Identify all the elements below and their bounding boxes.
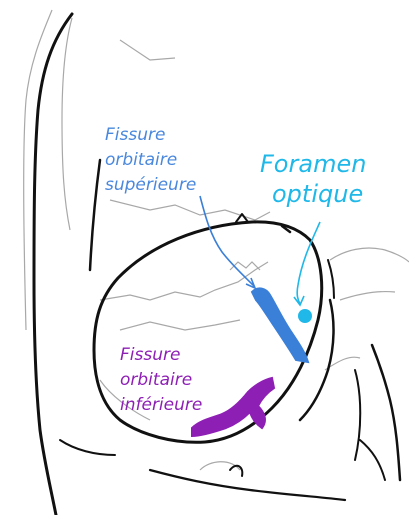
frontal-suture bbox=[120, 40, 175, 60]
superior-fissure-line-1: Fissure bbox=[105, 125, 165, 145]
inferior-orbital-fissure bbox=[192, 378, 274, 436]
optic-foramen-line-2: optique bbox=[272, 180, 363, 208]
zygomatic-lower bbox=[60, 440, 115, 455]
skull-outer-edge bbox=[34, 14, 72, 515]
optic-foramen-dot bbox=[298, 309, 312, 323]
infraorbital-foramen bbox=[230, 466, 242, 476]
inferior-fissure-line-3: inférieure bbox=[120, 395, 202, 415]
superior-fissure-line-3: supérieure bbox=[105, 175, 196, 195]
zygoma-contour bbox=[340, 292, 395, 300]
suture-upper bbox=[110, 200, 270, 220]
inferior-fissure-label: Fissure orbitaire inférieure bbox=[120, 345, 202, 415]
optic-foramen-pointer bbox=[297, 222, 320, 304]
frontal-process bbox=[90, 160, 100, 270]
sketch-lines bbox=[24, 10, 409, 470]
optic-foramen-line-1: Foramen bbox=[260, 150, 366, 178]
inferior-fissure-shape bbox=[192, 378, 274, 436]
frontal-contour bbox=[62, 18, 72, 230]
outlines bbox=[34, 14, 400, 515]
optic-foramen-label: Foramen optique bbox=[260, 150, 374, 208]
supraorbital-notch bbox=[236, 214, 248, 222]
lateral-wall-upper bbox=[328, 260, 334, 298]
nasal-outline-inner bbox=[355, 370, 360, 460]
inferior-fissure-line-2: orbitaire bbox=[120, 370, 192, 390]
inferior-fissure-line-1: Fissure bbox=[120, 345, 180, 365]
lower-contour bbox=[150, 470, 345, 500]
superior-fissure-label: Fissure orbitaire supérieure bbox=[105, 125, 196, 195]
nasal-turbinate bbox=[360, 440, 385, 480]
temporal-contour bbox=[330, 248, 409, 262]
superior-fissure-stroke bbox=[262, 296, 292, 346]
suture-lower bbox=[120, 320, 240, 330]
superior-fissure-pointer bbox=[200, 196, 254, 286]
suture-mid bbox=[100, 262, 268, 300]
superior-fissure-line-2: orbitaire bbox=[105, 150, 177, 170]
